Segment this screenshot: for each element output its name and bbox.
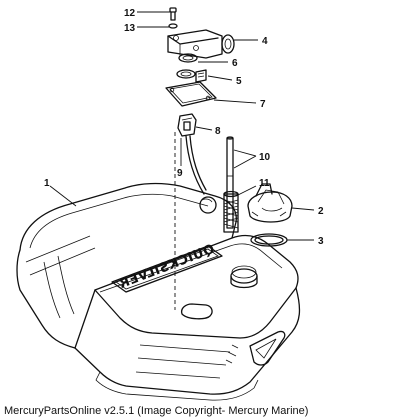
leader-lines xyxy=(49,11,315,241)
pickup-tubes xyxy=(226,136,234,229)
callout-numbers: 12 13 4 6 5 7 8 9 10 11 2 3 1 xyxy=(44,8,324,247)
callout-7: 7 xyxy=(260,99,266,110)
fuel-tank: QUICKSILVER xyxy=(16,182,301,401)
callout-3: 3 xyxy=(318,236,324,247)
callout-8: 8 xyxy=(215,126,221,137)
callout-6: 6 xyxy=(232,58,238,69)
callout-11: 11 xyxy=(259,178,270,189)
callout-13: 13 xyxy=(124,23,136,34)
screw xyxy=(169,7,177,21)
gasket xyxy=(165,81,217,107)
callout-2: 2 xyxy=(318,206,324,217)
callout-1: 1 xyxy=(44,178,50,189)
callout-12: 12 xyxy=(124,8,136,19)
filter-screen xyxy=(223,190,239,233)
fill-cap-assembly xyxy=(247,183,293,223)
fuel-gauge-sender xyxy=(177,113,217,214)
image-caption: MercuryPartsOnline v2.5.1 (Image Copyrig… xyxy=(4,405,309,417)
callout-4: 4 xyxy=(262,36,268,47)
fill-cap xyxy=(230,265,258,289)
pickup-fitting xyxy=(167,29,235,59)
callout-5: 5 xyxy=(236,76,242,87)
tank-brand-text: QUICKSILVER xyxy=(117,242,217,292)
brand-label-plate: QUICKSILVER xyxy=(111,242,223,293)
washer xyxy=(168,23,178,29)
callout-9: 9 xyxy=(177,168,183,179)
callout-10: 10 xyxy=(259,152,271,163)
o-rings xyxy=(176,53,198,79)
cap-gasket xyxy=(250,233,288,247)
small-fitting xyxy=(195,69,207,83)
